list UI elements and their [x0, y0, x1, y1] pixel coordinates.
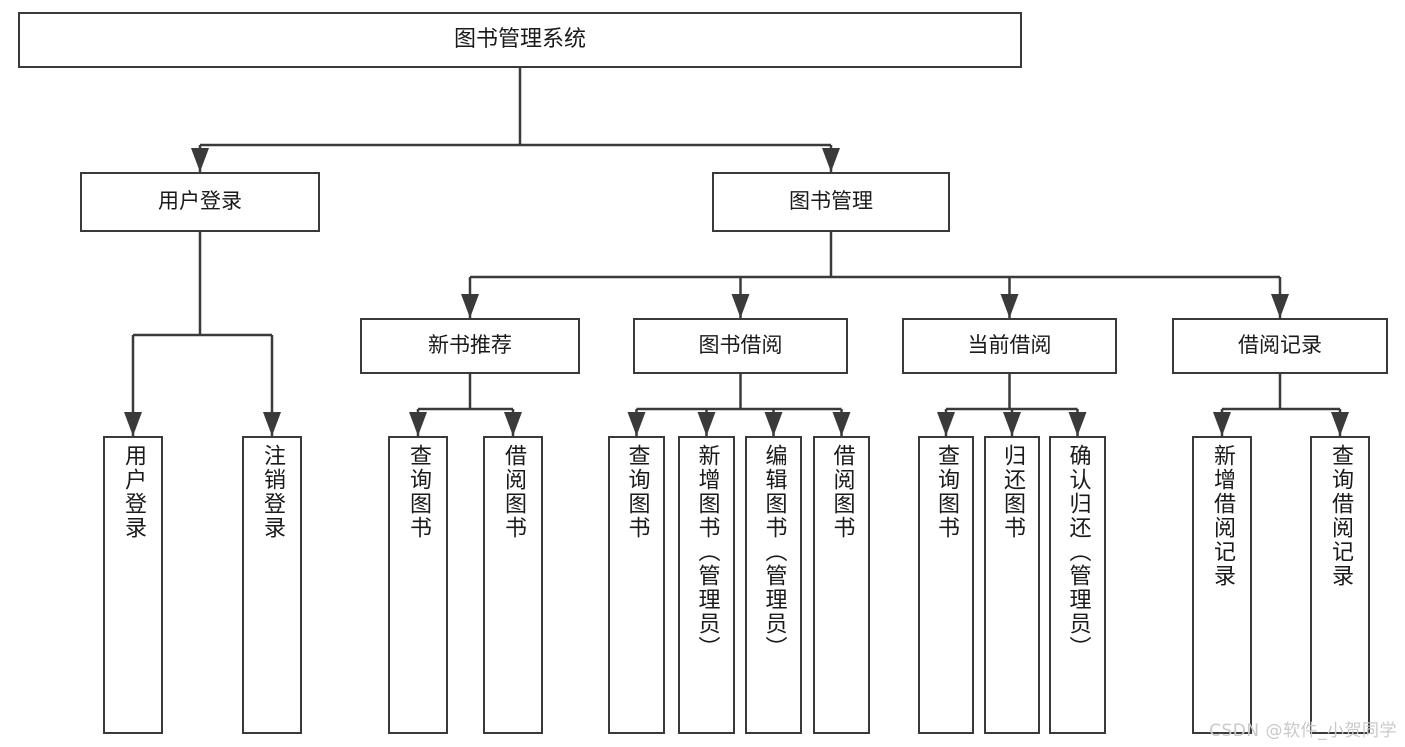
arrowhead-icon — [1271, 294, 1289, 318]
arrowhead-icon — [1000, 294, 1019, 318]
node-label: 借阅记录 — [1238, 333, 1322, 358]
arrowhead-icon — [697, 412, 716, 436]
node-label: 查询图书 — [406, 444, 431, 540]
arrowhead-icon — [504, 412, 522, 436]
node-label: 查询借阅记录 — [1328, 444, 1353, 588]
node-l2-current: 当前借阅 — [902, 318, 1117, 374]
node-lf-new-1: 查询图书 — [388, 436, 448, 734]
node-l1-book: 图书管理 — [712, 172, 950, 232]
node-l2-record: 借阅记录 — [1172, 318, 1388, 374]
node-lf-rec-2: 查询借阅记录 — [1310, 436, 1370, 734]
arrowhead-icon — [1331, 412, 1349, 436]
node-l2-borrow: 图书借阅 — [633, 318, 848, 374]
arrowhead-icon — [1003, 412, 1021, 436]
node-label: 新增借阅记录 — [1210, 444, 1235, 588]
node-lf-bor-1: 查询图书 — [608, 436, 665, 734]
arrowhead-icon — [191, 148, 209, 172]
node-label: 注销登录 — [260, 444, 285, 540]
node-lf-bor-3: 编辑图书（管理员） — [745, 436, 802, 734]
arrowhead-icon — [1068, 412, 1087, 436]
node-label: 图书借阅 — [698, 333, 783, 358]
node-label: 新书推荐 — [428, 333, 512, 358]
node-label: 借阅图书 — [829, 444, 855, 540]
node-label: 当前借阅 — [967, 333, 1052, 358]
node-lf-login-1: 用户登录 — [103, 436, 163, 734]
arrowhead-icon — [937, 412, 955, 436]
arrowhead-icon — [1213, 412, 1231, 436]
arrowhead-icon — [764, 412, 783, 436]
arrowhead-icon — [461, 294, 479, 318]
node-label: 查询图书 — [624, 444, 650, 540]
node-lf-login-2: 注销登录 — [242, 436, 302, 734]
arrowhead-icon — [832, 412, 851, 436]
node-label: 用户登录 — [121, 444, 146, 540]
node-label: 图书管理 — [789, 189, 873, 214]
node-lf-bor-2: 新增图书（管理员） — [678, 436, 735, 734]
node-l1-login: 用户登录 — [80, 172, 320, 232]
node-label: 用户登录 — [158, 189, 242, 214]
node-label: 编辑图书（管理员） — [761, 444, 787, 660]
node-label: 图书管理系统 — [453, 26, 586, 52]
node-lf-cur-3: 确认归还（管理员） — [1049, 436, 1106, 734]
node-label: 新增图书（管理员） — [694, 444, 720, 660]
node-lf-cur-2: 归还图书 — [984, 436, 1040, 734]
arrowhead-icon — [822, 148, 840, 172]
node-label: 查询图书 — [934, 444, 959, 540]
node-lf-bor-4: 借阅图书 — [813, 436, 870, 734]
node-l2-newrec: 新书推荐 — [360, 318, 580, 374]
arrowhead-icon — [124, 412, 142, 436]
node-label: 借阅图书 — [501, 444, 526, 540]
node-root: 图书管理系统 — [18, 12, 1022, 68]
node-label: 确认归还（管理员） — [1065, 444, 1091, 660]
arrowhead-icon — [263, 412, 281, 436]
node-lf-rec-1: 新增借阅记录 — [1192, 436, 1252, 734]
node-lf-cur-1: 查询图书 — [918, 436, 974, 734]
node-label: 归还图书 — [1000, 444, 1025, 540]
node-lf-new-2: 借阅图书 — [483, 436, 543, 734]
arrowhead-icon — [731, 294, 750, 318]
arrowhead-icon — [409, 412, 427, 436]
arrowhead-icon — [627, 412, 646, 436]
